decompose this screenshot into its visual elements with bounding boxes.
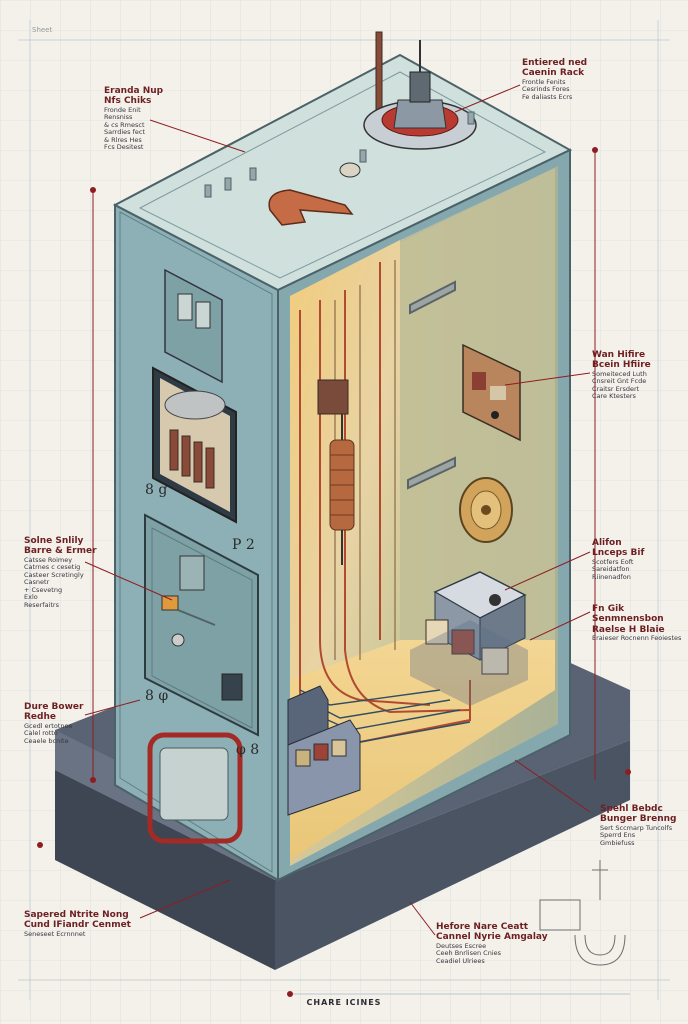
schematic-inset	[539, 860, 626, 966]
callout-subtitle: Redhe	[24, 712, 56, 723]
callout-line: Gmbiefuss	[600, 838, 635, 847]
callout-line: Rensniss	[104, 113, 133, 122]
leader-lines	[84, 84, 630, 995]
callout-line: Frontle Fenits	[522, 77, 566, 86]
callout-title: Hefore Nare Ceatt	[436, 922, 529, 932]
callout-title: Dure Bower	[24, 702, 84, 712]
callout-line: Reserfaitrs	[24, 600, 59, 609]
callout-subtitle: Barre & Ermer	[24, 546, 97, 557]
callout-left-lower: Dure Bower Redhe Gcedl ertotnoe Calel ro…	[24, 702, 104, 745]
top-insulator-assembly	[363, 31, 477, 150]
callout-line: Cnsreit Gnt Fcde	[592, 377, 647, 386]
callout-subtitle: Bcein Hfiire	[592, 360, 651, 371]
callout-subtitle: Lnceps Bif	[592, 548, 645, 559]
callout-bottom-center: Hefore Nare Ceatt Cannel Nyrie Amgalay D…	[436, 922, 556, 965]
dimension-mark: 8 g	[145, 482, 168, 498]
callout-line: Sert Sccmarp Tuncolfs	[600, 823, 673, 832]
inspection-window	[152, 366, 237, 524]
dimension-mark: φ 8	[236, 742, 260, 758]
callout-bottom-left: Sapered Ntrite Nong Cund IFiandr Cenmet …	[24, 910, 144, 938]
dimension-mark: P 2	[232, 537, 255, 553]
dimension-mark: 8 φ	[145, 688, 169, 704]
callout-line: Fcs Desitest	[104, 143, 144, 152]
callout-subtitle: Cannel Nyrie Amgalay	[436, 932, 548, 943]
callout-line: Scotfers Eoft	[592, 557, 634, 566]
callout-line: Catrnes c cesetig	[24, 563, 81, 572]
callout-line: Fe daliasts Ecrs	[522, 92, 573, 101]
callout-line: Riinenadfon	[592, 572, 631, 581]
callout-subtitle: Cund IFiandr Cenmet	[24, 920, 131, 931]
callout-line: Someiteced Luth	[592, 369, 647, 378]
callout-line: Exlo	[24, 593, 38, 602]
callout-title: Alifon	[592, 538, 622, 548]
callout-line: Ceaele bcnite	[24, 736, 69, 745]
callout-line: Catsse Roimey	[24, 555, 73, 564]
diagram-footer: CHARE ICINES	[306, 998, 382, 1007]
callout-line: & cs Rmesct	[104, 120, 145, 129]
callout-line: Seneseet Ecrnnnet	[24, 929, 86, 938]
control-panel-upper	[164, 268, 223, 384]
top-fittings	[204, 111, 475, 198]
callout-bottom-right: Spehl Bebdc Bunger Brenng Sert Sccmarp T…	[600, 804, 684, 847]
callout-line: Calel rotto	[24, 729, 58, 738]
callout-line: Sareidatfon	[592, 565, 630, 574]
callout-left-middle: Solne Snlily Barre & Ermer Catsse Roimey…	[24, 536, 114, 609]
callout-line: + Csevetng	[24, 585, 63, 594]
callout-line: Casnetr	[24, 578, 50, 587]
wall-brackets	[407, 280, 456, 490]
callout-meter: Alifon Lnceps Bif Scotfers Eoft Sareidat…	[592, 538, 682, 581]
callout-top-right: Entiered ned Caenin Rack Frontle Fenits …	[522, 58, 632, 101]
round-meter	[459, 477, 513, 543]
callout-line: Sperrd Ens	[600, 831, 636, 840]
callout-title: Wan Hifire	[592, 350, 646, 360]
terminal-block	[410, 571, 528, 706]
callout-line: Fronde Enit	[104, 105, 141, 114]
callout-line: Care Ktesters	[592, 392, 636, 401]
callout-line: Gcedl ertotnoe	[24, 721, 73, 730]
reference-markers	[37, 147, 631, 997]
callout-title: Spehl Bebdc	[600, 804, 663, 814]
callout-terminal: Fn Gik Senmnensbon Raelse H Blaie Eraies…	[592, 604, 684, 643]
callout-top-left: Eranda Nup Nfs Chiks Fronde Enit Rensnis…	[104, 86, 194, 152]
callout-subtitle: Caenin Rack	[522, 68, 585, 79]
callout-line: Sarrdies fect	[104, 128, 146, 137]
callout-line: Deutses Escree	[436, 941, 487, 950]
lower-door-panel	[144, 513, 259, 737]
callout-line: Eraieser Rocnenn Feoiestes	[592, 634, 682, 643]
callout-title: Eranda Nup	[104, 86, 164, 96]
callout-line: Craitsr Ersdert	[592, 384, 640, 393]
callout-title: Entiered ned	[522, 58, 588, 68]
pcb-components	[287, 685, 361, 816]
callout-line: Ceeh Bnrlisen Cnies	[436, 949, 502, 958]
callout-relay: Wan Hifire Bcein Hfiire Someiteced Luth …	[592, 350, 682, 401]
callout-line: Ceadiel Ulriees	[436, 956, 485, 965]
callout-subtitle: Nfs Chiks	[104, 96, 152, 107]
callout-subtitle: Raelse H Blaie	[592, 624, 665, 635]
corner-mark: Sheet	[32, 26, 53, 34]
relay-box	[462, 343, 521, 442]
callout-line: Casteer Scretingly	[24, 570, 84, 579]
callout-title: Fn Gik Senmnensbon	[592, 604, 664, 625]
callout-title: Sapered Ntrite Nong	[24, 910, 129, 920]
blueprint-guides	[18, 20, 670, 1000]
callout-line: Cesrinds Fores	[522, 85, 570, 94]
coil-component	[317, 379, 355, 565]
callout-line: & Rlres Hes	[104, 135, 142, 144]
copper-busbar	[268, 162, 361, 226]
callout-subtitle: Bunger Brenng	[600, 814, 677, 825]
callout-title: Solne Snlily	[24, 536, 84, 546]
nameplate-red	[147, 732, 243, 844]
